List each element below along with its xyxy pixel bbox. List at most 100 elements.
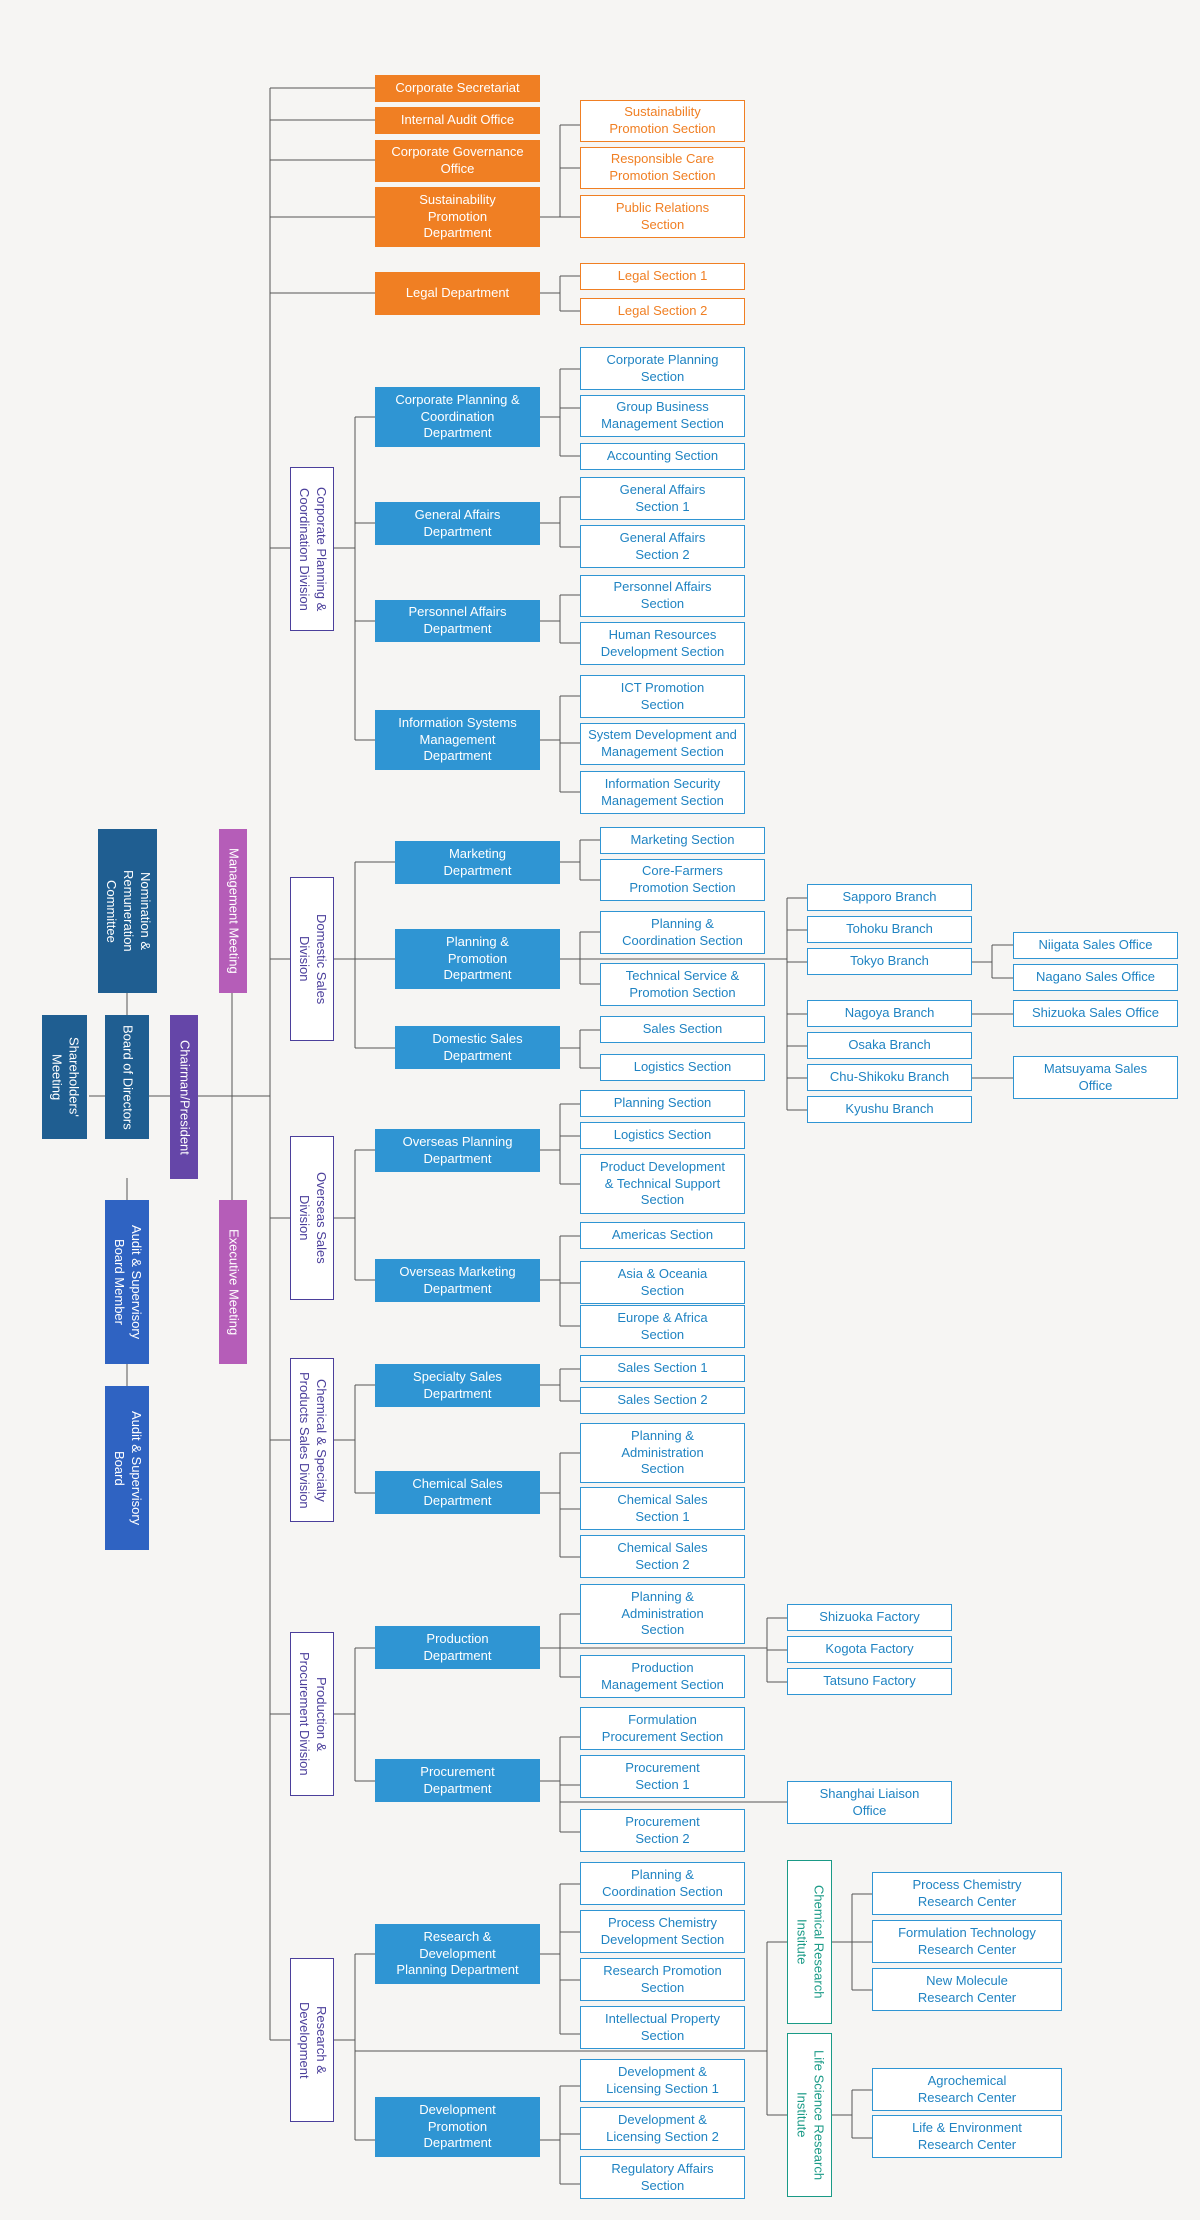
box-s-ps: Planning Section	[580, 1090, 745, 1117]
box-exec-meeting: Executive Meeting	[219, 1200, 247, 1364]
box-f-kogota: Kogota Factory	[787, 1636, 952, 1663]
box-s-pa: Personnel Affairs Section	[580, 575, 745, 617]
box-br-osaka: Osaka Branch	[807, 1032, 972, 1059]
box-s-ss1: Sales Section 1	[580, 1355, 745, 1382]
box-dept-csd: Chemical Sales Department	[375, 1471, 540, 1514]
box-s-ga2: General Affairs Section 2	[580, 525, 745, 568]
box-so-matsuyama: Matsuyama Sales Office	[1013, 1056, 1178, 1099]
box-f-tatsuno: Tatsuno Factory	[787, 1668, 952, 1695]
box-s-ga1: General Affairs Section 1	[580, 477, 745, 520]
box-s-gbm: Group Business Management Section	[580, 395, 745, 437]
box-s-ict: ICT Promotion Section	[580, 675, 745, 718]
box-br-tokyo: Tokyo Branch	[807, 948, 972, 975]
box-dept-dsd: Domestic Sales Department	[395, 1026, 560, 1069]
box-s-am: Americas Section	[580, 1222, 745, 1249]
box-s-rp: Research Promotion Section	[580, 1958, 745, 2001]
box-dept-opd: Overseas Planning Department	[375, 1129, 540, 1172]
box-s-pcd: Process Chemistry Development Section	[580, 1910, 745, 1953]
box-rc-le: Life & Environment Research Center	[872, 2115, 1062, 2158]
box-s-dl2: Development & Licensing Section 2	[580, 2107, 745, 2150]
box-resp-care: Responsible Care Promotion Section	[580, 147, 745, 189]
box-so-nagano: Nagano Sales Office	[1013, 964, 1178, 991]
box-o-shanghai: Shanghai Liaison Office	[787, 1781, 952, 1824]
box-s-cs1: Chemical Sales Section 1	[580, 1487, 745, 1530]
box-mgmt-meeting: Management Meeting	[219, 829, 247, 993]
box-div-ovs: Overseas Sales Division	[290, 1136, 334, 1300]
box-rc-pc: Process Chemistry Research Center	[872, 1872, 1062, 1915]
box-s-pdts: Product Development & Technical Support …	[580, 1154, 745, 1214]
box-br-chushikoku: Chu-Shikoku Branch	[807, 1064, 972, 1091]
box-br-nagoya: Nagoya Branch	[807, 1000, 972, 1027]
box-chairman: Chairman/President	[170, 1015, 198, 1179]
box-shareholders: Shareholders' Meeting	[42, 1015, 87, 1139]
box-legal-dept: Legal Department	[375, 272, 540, 315]
box-s-dl1: Development & Licensing Section 1	[580, 2059, 745, 2102]
box-rc-nm: New Molecule Research Center	[872, 1968, 1062, 2011]
box-dept-ga: General Affairs Department	[375, 502, 540, 545]
box-s-cs2: Chemical Sales Section 2	[580, 1535, 745, 1578]
box-dept-prod: Production Department	[375, 1626, 540, 1669]
box-dept-omd: Overseas Marketing Department	[375, 1259, 540, 1302]
box-dept-ssd: Specialty Sales Department	[375, 1364, 540, 1407]
box-s-ls: Logistics Section	[580, 1122, 745, 1149]
box-legal-2: Legal Section 2	[580, 298, 745, 325]
box-pr-sec: Public Relations Section	[580, 195, 745, 238]
box-s-mkt: Marketing Section	[600, 827, 765, 854]
box-so-niigata: Niigata Sales Office	[1013, 932, 1178, 959]
box-dept-mkt: Marketing Department	[395, 841, 560, 884]
box-rc-ft: Formulation Technology Research Center	[872, 1920, 1062, 1963]
box-br-sapporo: Sapporo Branch	[807, 884, 972, 911]
box-s-sales: Sales Section	[600, 1016, 765, 1043]
box-s-ea: Europe & Africa Section	[580, 1305, 745, 1348]
box-s-ism: Information Security Management Section	[580, 771, 745, 814]
box-corp-sec: Corporate Secretariat	[375, 75, 540, 102]
box-audit-board: Audit & Supervisory Board	[105, 1386, 149, 1550]
box-s-pas2: Planning & Administration Section	[580, 1584, 745, 1644]
box-nomination: Nomination & Remuneration Committee	[98, 829, 157, 993]
box-inst-life: Life Science Research Institute	[787, 2033, 832, 2197]
box-inst-chem: Chemical Research Institute	[787, 1860, 832, 2024]
box-sust-sec: Sustainability Promotion Section	[580, 100, 745, 142]
box-s-hrd: Human Resources Development Section	[580, 622, 745, 665]
box-br-kyushu: Kyushu Branch	[807, 1096, 972, 1123]
box-dept-ism: Information Systems Management Departmen…	[375, 710, 540, 770]
box-dept-cpc: Corporate Planning & Coordination Depart…	[375, 387, 540, 447]
box-s-ra: Regulatory Affairs Section	[580, 2156, 745, 2199]
box-s-ao: Asia & Oceania Section	[580, 1261, 745, 1304]
box-s-p1: Procurement Section 1	[580, 1755, 745, 1798]
box-corp-gov: Corporate Governance Office	[375, 140, 540, 182]
box-s-acc: Accounting Section	[580, 443, 745, 470]
box-s-tsp: Technical Service & Promotion Section	[600, 963, 765, 1006]
box-div-rd: Research & Development	[290, 1958, 334, 2122]
box-rc-ag: Agrochemical Research Center	[872, 2068, 1062, 2111]
box-dept-dpd: Development Promotion Department	[375, 2097, 540, 2157]
box-sust-dept: Sustainability Promotion Department	[375, 187, 540, 247]
box-audit-member: Audit & Supervisory Board Member	[105, 1200, 149, 1364]
box-dept-rdp: Research & Development Planning Departme…	[375, 1924, 540, 1984]
box-div-dom: Domestic Sales Division	[290, 877, 334, 1041]
box-s-p2: Procurement Section 2	[580, 1809, 745, 1852]
box-s-ss2: Sales Section 2	[580, 1387, 745, 1414]
box-br-tohoku: Tohoku Branch	[807, 916, 972, 943]
box-legal-1: Legal Section 1	[580, 263, 745, 290]
box-dept-ppd: Planning & Promotion Department	[395, 929, 560, 989]
box-s-ip: Intellectual Property Section	[580, 2006, 745, 2049]
box-s-fps: Formulation Procurement Section	[580, 1707, 745, 1750]
box-s-sdm: System Development and Management Sectio…	[580, 723, 745, 765]
box-board-directors: Board of Directors	[105, 1015, 149, 1139]
box-div-prod: Production & Procurement Division	[290, 1632, 334, 1796]
box-s-pcs: Planning & Coordination Section	[600, 911, 765, 954]
box-internal-audit: Internal Audit Office	[375, 107, 540, 134]
box-s-log: Logistics Section	[600, 1054, 765, 1081]
box-s-pas: Planning & Administration Section	[580, 1423, 745, 1483]
box-dept-pa: Personnel Affairs Department	[375, 600, 540, 642]
box-s-cp: Corporate Planning Section	[580, 347, 745, 390]
box-div-corp: Corporate Planning & Coordination Divisi…	[290, 467, 334, 631]
box-so-shizuoka: Shizuoka Sales Office	[1013, 1000, 1178, 1027]
box-f-shizuoka: Shizuoka Factory	[787, 1604, 952, 1631]
box-dept-proc: Procurement Department	[375, 1759, 540, 1802]
box-s-cfp: Core-Farmers Promotion Section	[600, 859, 765, 901]
box-s-pcs2: Planning & Coordination Section	[580, 1862, 745, 1905]
box-div-chem: Chemical & Specialty Products Sales Divi…	[290, 1358, 334, 1522]
